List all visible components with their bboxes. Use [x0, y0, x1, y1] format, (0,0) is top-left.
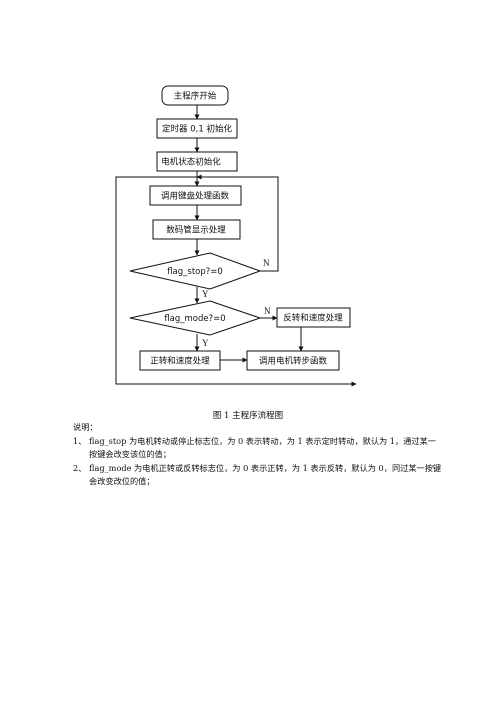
start-terminal: [161, 85, 229, 106]
stop-y-label: Y: [202, 289, 209, 299]
note-text: flag_stop 为电机转动或停止标志位，为 0 表示转动，为 1 表示定时转…: [89, 435, 436, 460]
note-number: 1、: [73, 435, 87, 446]
decision-mode-label: flag_mode?=0: [164, 314, 225, 324]
note-text: flag_mode 为电机正转或反转标志位，为 0 表示正转，为 1 表示反转，…: [89, 462, 442, 487]
start-label: 主程序开始: [174, 91, 217, 102]
reverse-speed-label: 反转和速度处理: [283, 313, 343, 324]
note-item: 1、 flag_stop 为电机转动或停止标志位，为 0 表示转动，为 1 表示…: [73, 435, 443, 462]
notes-section: 说明： 1、 flag_stop 为电机转动或停止标志位，为 0 表示转动，为 …: [73, 421, 443, 489]
note-number: 2、: [73, 462, 87, 473]
notes-title: 说明：: [73, 422, 98, 432]
mode-n-label: N: [264, 306, 271, 316]
keyboard-call-label: 调用键盘处理函数: [161, 191, 230, 202]
arrow-stop-n-loop: [196, 174, 279, 272]
forward-speed-label: 正转和速度处理: [150, 356, 210, 367]
stop-n-label: N: [263, 258, 270, 268]
arrow-outer-loop: [115, 176, 357, 387]
decision-mode-diamond: [129, 300, 262, 336]
decision-stop-diamond: [129, 252, 262, 290]
display-label: 数码管显示处理: [166, 225, 226, 236]
mode-y-label: Y: [202, 338, 209, 348]
timer-init-label: 定时器 0,1 初始化: [162, 124, 232, 135]
figure-caption: 图 1 主程序流程图: [212, 411, 284, 421]
motor-init-label: 电机状态初始化: [161, 157, 221, 168]
note-item: 2、 flag_mode 为电机正转或反转标志位，为 0 表示正转，为 1 表示…: [73, 462, 443, 489]
motor-step-label: 调用电机转步函数: [259, 356, 328, 367]
decision-stop-label: flag_stop?=0: [167, 267, 223, 277]
